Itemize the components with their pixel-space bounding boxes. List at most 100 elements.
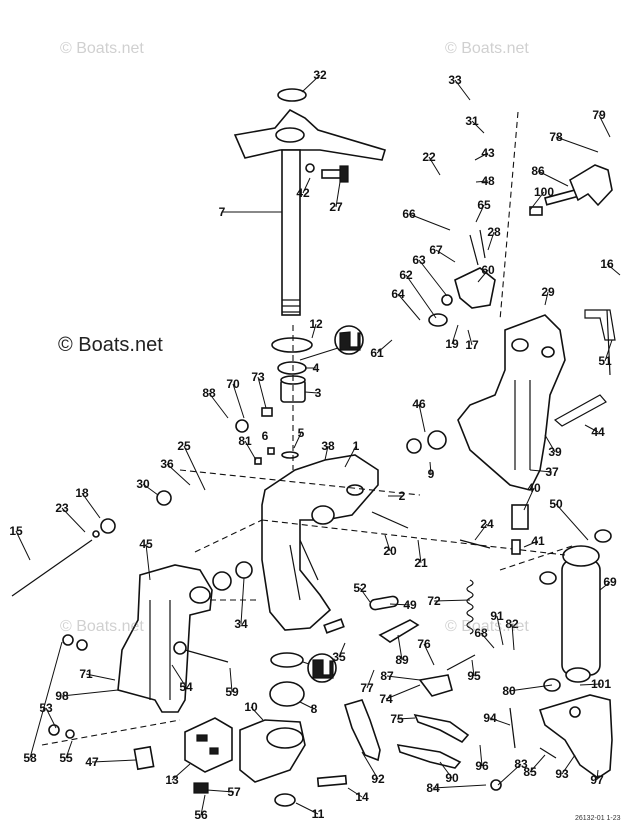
tilt-cylinder-part xyxy=(539,529,612,692)
callout-leader-63 xyxy=(418,259,448,297)
bushing-stack xyxy=(271,325,313,470)
callout-8: 8 xyxy=(311,702,318,716)
callout-60: 60 xyxy=(481,263,495,277)
callout-55: 55 xyxy=(59,751,73,765)
callout-leader-24 xyxy=(474,523,488,541)
callout-leader-79 xyxy=(598,114,611,138)
callout-47: 47 xyxy=(85,755,99,769)
callout-leader-13 xyxy=(171,763,191,781)
callout-9: 9 xyxy=(428,467,435,481)
callout-96: 96 xyxy=(475,759,489,773)
callout-leader-45 xyxy=(145,543,151,581)
callout-48: 48 xyxy=(481,174,495,188)
callout-leader-17 xyxy=(467,329,473,346)
callout-34: 34 xyxy=(234,617,248,631)
callout-85: 85 xyxy=(523,765,537,779)
callout-leader-42 xyxy=(302,177,311,194)
callout-94: 94 xyxy=(483,711,497,725)
callout-leader-43 xyxy=(474,152,489,161)
callout-37: 37 xyxy=(545,465,559,479)
callout-leader-55 xyxy=(65,740,73,759)
callout-leader-49 xyxy=(389,603,411,606)
callout-leader-11 xyxy=(295,802,319,815)
callout-7: 7 xyxy=(219,205,226,219)
callout-leader-22 xyxy=(428,156,441,176)
callout-40: 40 xyxy=(527,481,541,495)
callout-leader-81 xyxy=(244,440,257,461)
callout-45: 45 xyxy=(139,537,153,551)
callout-leader-65 xyxy=(475,204,485,223)
callout-24: 24 xyxy=(480,517,494,531)
callout-11: 11 xyxy=(312,807,325,821)
swivel-bracket-part xyxy=(261,454,379,631)
callout-92: 92 xyxy=(371,772,385,786)
callout-leader-69 xyxy=(599,581,611,591)
callout-83: 83 xyxy=(514,757,528,771)
callout-leader-25 xyxy=(183,445,206,491)
callout-leader-84 xyxy=(432,784,487,789)
callout-leader-85 xyxy=(529,754,546,773)
callout-90: 90 xyxy=(445,771,459,785)
callout-leader-12 xyxy=(311,323,317,339)
callout-32: 32 xyxy=(313,68,327,82)
callout-86: 86 xyxy=(531,164,545,178)
callout-leader-76 xyxy=(423,643,435,666)
tilt-tube-15-part xyxy=(11,518,116,597)
callout-leader-68 xyxy=(480,632,495,649)
callout-89: 89 xyxy=(395,653,409,667)
callout-leader-95 xyxy=(471,659,475,677)
callout-33: 33 xyxy=(448,73,462,87)
callout-leader-61 xyxy=(376,339,393,354)
callout-leader-91 xyxy=(496,615,504,646)
callout-leader-14 xyxy=(347,787,363,798)
callout-65: 65 xyxy=(477,198,491,212)
callout-22: 22 xyxy=(422,150,436,164)
detail-circle-bottom xyxy=(302,653,337,683)
callout-leader-48 xyxy=(475,180,489,183)
callout-69: 69 xyxy=(603,575,617,589)
callout-leader-97 xyxy=(596,769,599,781)
callout-leader-37 xyxy=(529,469,553,473)
callout-leader-64 xyxy=(397,293,421,321)
watermark-faint: © Boats.net xyxy=(60,40,144,57)
callout-2: 2 xyxy=(399,489,406,503)
callout-leader-86 xyxy=(537,170,569,187)
callout-42: 42 xyxy=(296,186,310,200)
callout-3: 3 xyxy=(315,386,322,400)
callout-leader-20 xyxy=(384,534,391,552)
callout-leader-96 xyxy=(479,744,483,767)
callout-91: 91 xyxy=(490,609,504,623)
callout-leader-21 xyxy=(417,539,422,564)
callout-leader-94 xyxy=(489,717,511,726)
callout-leader-32 xyxy=(301,74,321,93)
callout-73: 73 xyxy=(251,370,265,384)
watermark-faint: © Boats.net xyxy=(445,618,529,635)
callout-leader-1 xyxy=(344,445,357,468)
callout-leader-36 xyxy=(166,463,191,486)
callout-leader-54 xyxy=(171,664,187,688)
watermark-faint: © Boats.net xyxy=(60,618,144,635)
callout-leader-28 xyxy=(487,231,495,251)
callout-51: 51 xyxy=(598,354,612,368)
callout-39: 39 xyxy=(548,445,562,459)
footer-code: 26132-01 1-23 xyxy=(575,815,621,822)
callout-4: 4 xyxy=(313,361,320,375)
callout-93: 93 xyxy=(555,767,569,781)
callout-leader-44 xyxy=(584,424,599,433)
watermark-main: © Boats.net xyxy=(58,334,163,356)
callout-leader-15 xyxy=(15,530,31,561)
callout-leader-93 xyxy=(561,754,576,775)
callout-5: 5 xyxy=(298,426,305,440)
spring-72-part xyxy=(466,579,474,635)
washer-set-left xyxy=(48,634,155,771)
callout-leader-19 xyxy=(451,324,459,345)
callout-leader-100 xyxy=(529,191,545,211)
watermark-faint: © Boats.net xyxy=(445,40,529,57)
callout-17: 17 xyxy=(465,338,479,352)
callout-35: 35 xyxy=(332,650,346,664)
callout-56: 56 xyxy=(194,808,208,822)
tilt-lock-part xyxy=(428,229,496,327)
callout-leader-31 xyxy=(471,120,485,134)
callout-54: 54 xyxy=(179,680,193,694)
callout-84: 84 xyxy=(426,781,440,795)
